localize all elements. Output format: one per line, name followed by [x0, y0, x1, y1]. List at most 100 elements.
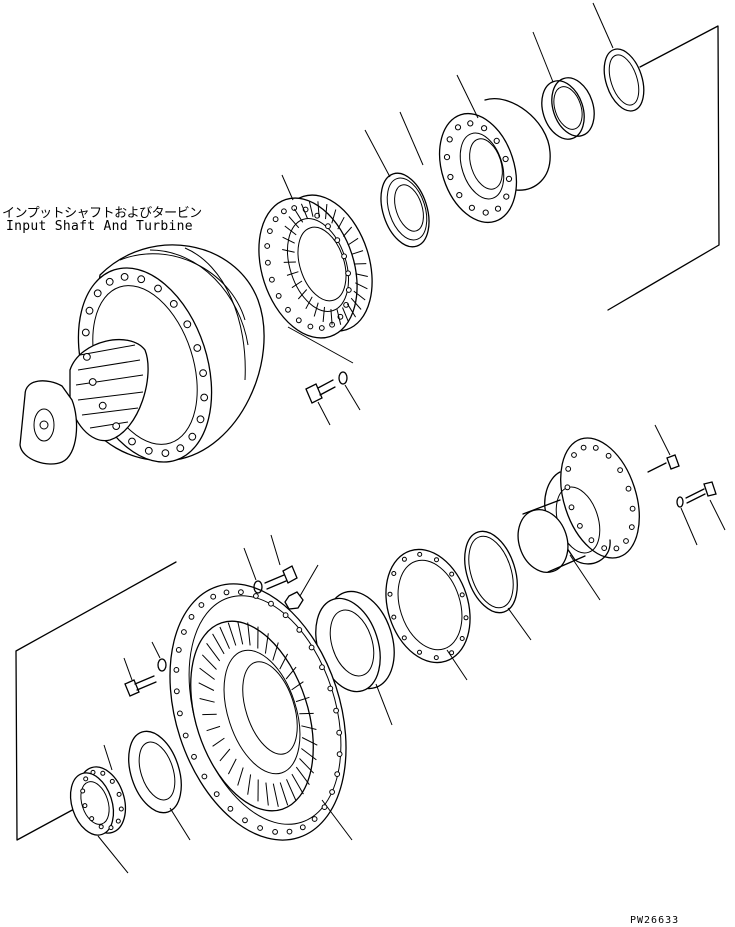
part-pump-impeller[interactable]: [139, 561, 377, 863]
flanged-hub-hole: [494, 205, 502, 212]
cover-plate-hole: [459, 636, 465, 641]
turbine-wheel-blade: [282, 249, 295, 253]
impeller-hole: [242, 817, 248, 824]
turbine-wheel-blade: [350, 297, 362, 310]
housing-hole: [120, 273, 129, 281]
turbine-wheel-hole: [295, 317, 302, 324]
impeller-blade: [247, 774, 252, 795]
turbine-wheel-hole: [285, 306, 291, 313]
impeller-blade: [301, 737, 318, 746]
impeller-blade: [279, 782, 289, 806]
part-cover-plate[interactable]: [372, 538, 484, 673]
leader-output-hub: [569, 554, 601, 601]
part-washer-upper[interactable]: [338, 371, 348, 385]
impeller-blade: [291, 681, 304, 691]
turbine-wheel-hole: [307, 323, 314, 330]
part-bolt-impeller-top[interactable]: [264, 565, 298, 590]
housing-hole: [154, 284, 162, 293]
output-hub-hole: [617, 467, 623, 474]
impeller-hole: [327, 685, 334, 692]
leader-lock-plate: [169, 807, 191, 841]
impeller-blade: [206, 643, 221, 662]
housing-hole: [85, 306, 94, 315]
flanged-hub-hole: [454, 124, 462, 131]
part-bearing-race-upper[interactable]: [535, 72, 602, 144]
impeller-blade: [206, 725, 221, 732]
lock-nut-hole: [83, 776, 89, 782]
turbine-wheel-hole: [291, 205, 298, 211]
impeller-blade: [272, 642, 279, 661]
leader-stator-b: [399, 111, 424, 166]
turbine-wheel-blade: [355, 282, 368, 290]
part-lock-plate[interactable]: [119, 725, 191, 820]
impeller-blade: [291, 773, 304, 795]
part-bolt-upper[interactable]: [305, 379, 336, 404]
impeller-blade: [265, 782, 269, 806]
impeller-hole: [182, 732, 189, 739]
leader-lock-nut: [97, 835, 129, 874]
lower-group-bracket: [15, 561, 177, 841]
leader-bolt-impeller-top: [270, 534, 281, 566]
turbine-wheel-blade: [342, 307, 350, 323]
part-bolt-right-lower[interactable]: [685, 481, 717, 504]
turbine-wheel-hole: [334, 237, 341, 244]
output-hub-hole: [577, 523, 583, 529]
impeller-hole: [210, 593, 217, 600]
housing-hole: [188, 432, 197, 441]
output-hub-hole: [605, 452, 612, 459]
part-turbine-wheel[interactable]: [242, 183, 388, 351]
part-output-hub[interactable]: [510, 428, 653, 579]
housing-hole: [137, 275, 146, 284]
impeller-hole: [268, 600, 274, 607]
part-washer-impeller-left[interactable]: [157, 658, 167, 672]
lock-nut-hole: [109, 778, 115, 784]
output-hub-hole: [564, 484, 571, 491]
impeller-blade: [237, 621, 244, 645]
part-bearing-lower[interactable]: [305, 583, 406, 700]
housing-hole: [176, 444, 185, 453]
flanged-hub-hole: [446, 136, 453, 143]
part-input-shaft-housing[interactable]: [19, 244, 265, 479]
impeller-blade: [285, 666, 297, 680]
impeller-blade: [201, 654, 217, 670]
turbine-wheel-hole: [318, 325, 325, 331]
lock-nut-hole: [118, 806, 124, 812]
turbine-wheel-blade: [284, 225, 297, 236]
impeller-hole: [191, 753, 197, 760]
housing-hole: [112, 422, 121, 431]
output-hub-hole: [592, 445, 599, 451]
output-hub-hole: [580, 444, 587, 451]
impeller-blade: [237, 767, 244, 786]
part-stator-clutch[interactable]: [372, 167, 437, 253]
housing-hole: [169, 300, 178, 308]
part-snap-ring-lower[interactable]: [455, 525, 527, 620]
impeller-hole: [334, 771, 341, 777]
impeller-hole: [201, 773, 208, 780]
part-nut-impeller[interactable]: [284, 591, 304, 610]
leader-washer-impeller-left: [151, 641, 161, 659]
flanged-hub-hole: [447, 173, 454, 181]
impeller-hole: [257, 825, 264, 831]
impeller-hole: [198, 602, 205, 608]
flanged-hub-hole: [456, 192, 463, 199]
cover-plate-hole: [459, 592, 465, 598]
part-washer-right[interactable]: [676, 496, 684, 508]
impeller-blade: [301, 725, 317, 730]
impeller-hole: [173, 688, 180, 695]
cover-plate-hole: [417, 551, 423, 557]
turbine-wheel-blade: [331, 209, 337, 224]
part-lock-nut[interactable]: [63, 761, 133, 841]
impeller-hole: [282, 612, 289, 619]
impeller-blade: [247, 622, 251, 646]
impeller-hole: [319, 664, 325, 671]
part-washer-impeller-top[interactable]: [253, 580, 263, 594]
leader-bearing-race-upper: [532, 31, 554, 83]
cover-plate-hole: [434, 557, 439, 563]
part-bolt-impeller-left[interactable]: [124, 675, 157, 697]
leader-snap-ring-upper: [592, 2, 614, 49]
part-snap-ring-upper[interactable]: [597, 44, 651, 116]
part-bolt-right-upper[interactable]: [647, 454, 680, 473]
leader-bolt-right-lower: [709, 499, 726, 531]
output-hub-hole: [588, 537, 595, 544]
